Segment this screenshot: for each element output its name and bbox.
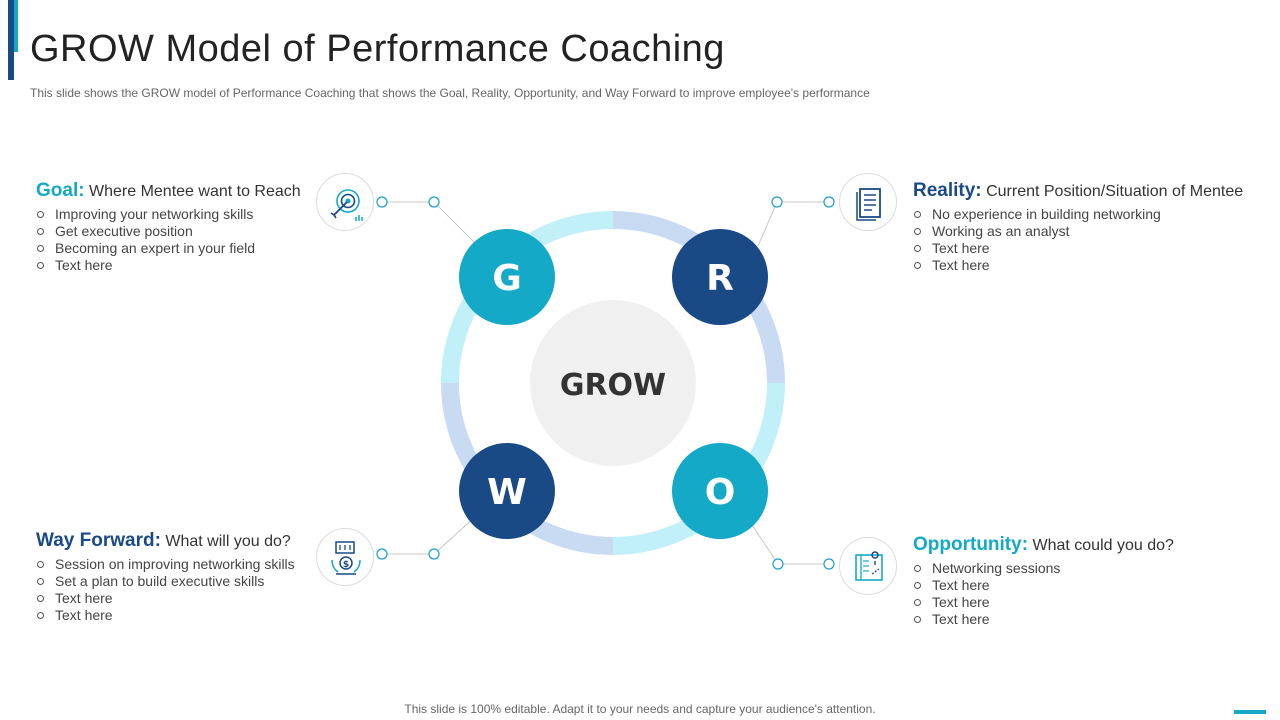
opportunity-block: Opportunity: What could you do? Networki… xyxy=(913,534,1243,628)
letter-r: R xyxy=(706,258,734,299)
list-item: Session on improving networking skills xyxy=(36,556,366,573)
opportunity-key: Opportunity: xyxy=(913,534,1029,555)
center-label: GROW xyxy=(560,368,666,403)
goal-icon-circle xyxy=(316,173,374,231)
document-icon xyxy=(856,188,881,221)
list-item: Text here xyxy=(36,257,366,274)
goal-list: Improving your networking skills Get exe… xyxy=(36,206,366,274)
title-accent-bar-secondary xyxy=(14,0,18,52)
connector-dot xyxy=(376,548,388,560)
connector-way-diag xyxy=(433,515,477,555)
svg-text:$: $ xyxy=(343,560,349,570)
list-item: Text here xyxy=(36,607,366,624)
way-forward-list: Session on improving networking skills S… xyxy=(36,556,366,624)
circle-o xyxy=(672,443,768,539)
target-arrow-icon xyxy=(330,189,363,221)
list-item: Text here xyxy=(913,611,1243,628)
reality-list: No experience in building networking Wor… xyxy=(913,206,1243,274)
circle-w xyxy=(459,443,555,539)
title-accent-bar xyxy=(8,0,14,80)
list-item: Working as an analyst xyxy=(913,223,1243,240)
way-forward-icon-circle: $ xyxy=(316,528,374,586)
connector-dot xyxy=(771,196,783,208)
circle-r xyxy=(672,229,768,325)
list-item: Improving your networking skills xyxy=(36,206,366,223)
footer-accent-bar xyxy=(1234,710,1266,714)
reality-icon-circle xyxy=(839,173,897,231)
letter-w: W xyxy=(487,472,527,513)
letter-o: O xyxy=(705,472,736,513)
connector-dot xyxy=(823,196,835,208)
reality-desc: Current Position/Situation of Mentee xyxy=(981,183,1244,200)
map-icon xyxy=(855,551,883,581)
opportunity-icon-circle xyxy=(839,537,897,595)
goal-heading: Goal: Where Mentee want to Reach xyxy=(36,180,366,202)
list-item: Text here xyxy=(913,257,1243,274)
way-forward-heading: Way Forward: What will you do? xyxy=(36,530,366,552)
goal-desc: Where Mentee want to Reach xyxy=(84,183,301,200)
list-item: Text here xyxy=(913,240,1243,257)
connector-dot xyxy=(772,558,784,570)
connector-opportunity-diag xyxy=(749,521,779,565)
slide-subtitle: This slide shows the GROW model of Perfo… xyxy=(30,86,870,100)
list-item: No experience in building networking xyxy=(913,206,1243,223)
way-forward-block: Way Forward: What will you do? Session o… xyxy=(36,530,366,624)
way-forward-key: Way Forward: xyxy=(36,530,161,551)
list-item: Networking sessions xyxy=(913,560,1243,577)
list-item: Set a plan to build executive skills xyxy=(36,573,366,590)
connector-dot xyxy=(823,558,835,570)
center-circle xyxy=(530,300,696,466)
reality-block: Reality: Current Position/Situation of M… xyxy=(913,180,1243,274)
connector-dot xyxy=(428,548,440,560)
connector-reality-diag xyxy=(757,201,778,247)
list-item: Text here xyxy=(36,590,366,607)
way-forward-desc: What will you do? xyxy=(160,533,291,550)
letter-g: G xyxy=(492,258,522,299)
money-growth-icon: $ xyxy=(331,541,361,575)
connector-dot xyxy=(428,196,440,208)
opportunity-desc: What could you do? xyxy=(1028,537,1174,554)
list-item: Becoming an expert in your field xyxy=(36,240,366,257)
list-item: Text here xyxy=(913,594,1243,611)
reality-heading: Reality: Current Position/Situation of M… xyxy=(913,180,1243,202)
list-item: Get executive position xyxy=(36,223,366,240)
opportunity-list: Networking sessions Text here Text here … xyxy=(913,560,1243,628)
slide-title: GROW Model of Performance Coaching xyxy=(30,28,725,70)
slide-footer: This slide is 100% editable. Adapt it to… xyxy=(404,702,876,716)
goal-key: Goal: xyxy=(36,180,85,201)
list-item: Text here xyxy=(913,577,1243,594)
goal-block: Goal: Where Mentee want to Reach Improvi… xyxy=(36,180,366,274)
reality-key: Reality: xyxy=(913,180,982,201)
opportunity-heading: Opportunity: What could you do? xyxy=(913,534,1243,556)
connector-goal-diag xyxy=(433,201,479,247)
connector-dot xyxy=(376,196,388,208)
circle-g xyxy=(459,229,555,325)
